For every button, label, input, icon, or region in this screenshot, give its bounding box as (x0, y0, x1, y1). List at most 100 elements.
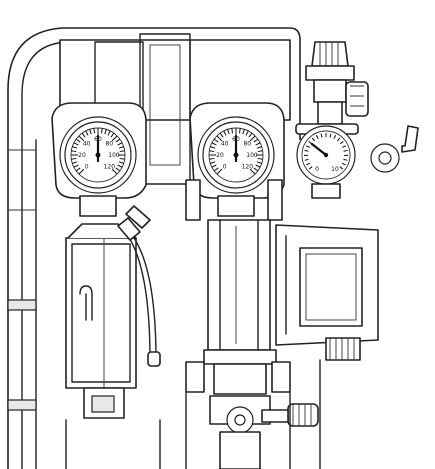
right-gauge-tick (210, 146, 216, 149)
ball-valve (209, 395, 319, 469)
pressure-gauge-tick (342, 145, 347, 148)
left-gauge-tick (107, 130, 111, 136)
pressure-gauge-tick (333, 135, 337, 140)
right-gauge-scale-label: 20 (216, 152, 224, 159)
left-gauge-scale-label: 0 (85, 163, 89, 170)
pressure-gauge-tick (329, 133, 332, 138)
right-gauge-tick (219, 132, 224, 138)
left-gauge-tick (117, 164, 123, 168)
pressure-gauge-tick (343, 149, 348, 152)
pressure-gauge-tick (304, 149, 309, 152)
left-gauge-tick (81, 132, 86, 138)
pressure-gauge-tick (336, 137, 341, 142)
right-gauge-tick (231, 128, 234, 134)
left-gauge-tick (119, 157, 125, 160)
sensor-capillary (117, 205, 161, 367)
pressure-gauge-tick (315, 135, 319, 140)
left-gauge-scale-label: 40 (83, 141, 91, 148)
pressure-gauge-tick (339, 166, 344, 170)
right-gauge-tick (223, 130, 227, 136)
pressure-gauge-tick (308, 166, 313, 170)
left-gauge-scale-label: 20 (78, 152, 86, 159)
left-gauge-hub (95, 152, 101, 158)
left-gauge-tick (115, 167, 121, 172)
pressure-gauge-tick (306, 162, 311, 166)
center-flow-pipe (185, 179, 291, 395)
pressure-gauge-tick (320, 133, 323, 138)
right-gauge-tick (249, 135, 256, 142)
left-thermometer-gauge: 020406080100120 (51, 102, 147, 217)
circulation-pump (275, 224, 379, 361)
right-gauge-tick (211, 164, 217, 168)
right-gauge-scale-label: 0 (223, 163, 227, 170)
left-gauge-tick (72, 146, 78, 149)
right-gauge-tick (257, 157, 263, 160)
left-gauge-tick (111, 168, 118, 175)
center-cover-plate (59, 33, 291, 185)
pressure-gauge-min-label: 0 (315, 166, 319, 173)
pressure-gauge-tick (341, 162, 346, 166)
left-gauge-tick (118, 146, 124, 149)
left-gauge-tick (100, 128, 103, 134)
filling-valve-knob (370, 125, 419, 173)
left-gauge-tick (93, 128, 96, 134)
right-thermometer-gauge: 020406080100120 (189, 102, 285, 217)
right-gauge-tick (253, 167, 259, 172)
right-gauge-scale-label: 80 (243, 141, 251, 148)
right-gauge-tick (210, 161, 216, 164)
right-gauge-tick (213, 167, 219, 172)
left-gauge-tick (72, 161, 78, 164)
left-gauge-tick (117, 142, 123, 146)
left-gauge-tick (78, 135, 85, 142)
left-gauge-scale-label: 80 (105, 141, 113, 148)
left-gauge-tick (78, 168, 85, 175)
left-gauge-tick (111, 135, 118, 142)
pressure-gauge-tick (311, 137, 316, 142)
right-gauge-scale-label: 100 (246, 152, 258, 159)
left-pump-housing (65, 223, 137, 419)
right-gauge-tick (256, 161, 262, 164)
right-gauge-tick (242, 129, 245, 135)
pressure-gauge-tick (304, 158, 309, 161)
right-gauge-tick (238, 128, 241, 134)
pressure-gauge-max-label: 10 (331, 166, 339, 173)
left-gauge-tick (73, 164, 79, 168)
right-gauge-hub (233, 152, 239, 158)
left-gauge-tick (89, 129, 92, 135)
pressure-gauge-hub (323, 152, 329, 158)
right-gauge-tick (209, 150, 215, 153)
right-gauge-tick (253, 138, 259, 143)
pressure-gauge-tick (343, 158, 348, 161)
right-gauge-tick (216, 135, 223, 142)
right-gauge-tick (255, 142, 261, 146)
right-gauge-tick (216, 168, 223, 175)
left-gauge-tick (71, 157, 77, 160)
left-gauge-tick (75, 167, 81, 172)
left-gauge-scale-label: 120 (104, 163, 116, 170)
right-gauge-tick (249, 168, 256, 175)
lower-frame (65, 359, 321, 469)
left-gauge-tick (75, 138, 81, 143)
right-gauge-tick (255, 164, 261, 168)
left-gauge-tick (71, 150, 77, 153)
right-gauge-tick (227, 129, 230, 135)
right-gauge-tick (209, 157, 215, 160)
right-gauge-scale-label: 120 (242, 163, 254, 170)
left-gauge-tick (118, 161, 124, 164)
safety-valve (305, 41, 369, 125)
pressure-gauge-tick (339, 141, 344, 145)
right-gauge-tick (257, 150, 263, 153)
right-gauge-tick (213, 138, 219, 143)
pressure-gauge-tick (305, 145, 310, 148)
right-gauge-tick (256, 146, 262, 149)
right-gauge-tick (245, 130, 249, 136)
left-gauge-tick (104, 129, 107, 135)
left-gauge-tick (110, 132, 115, 138)
right-gauge-scale-label: 40 (221, 141, 229, 148)
pressure-gauge-needle (310, 142, 328, 157)
left-gauge-tick (119, 150, 125, 153)
right-gauge-tick (211, 142, 217, 146)
left-gauge-tick (85, 130, 89, 136)
left-gauge-scale-label: 100 (108, 152, 120, 159)
